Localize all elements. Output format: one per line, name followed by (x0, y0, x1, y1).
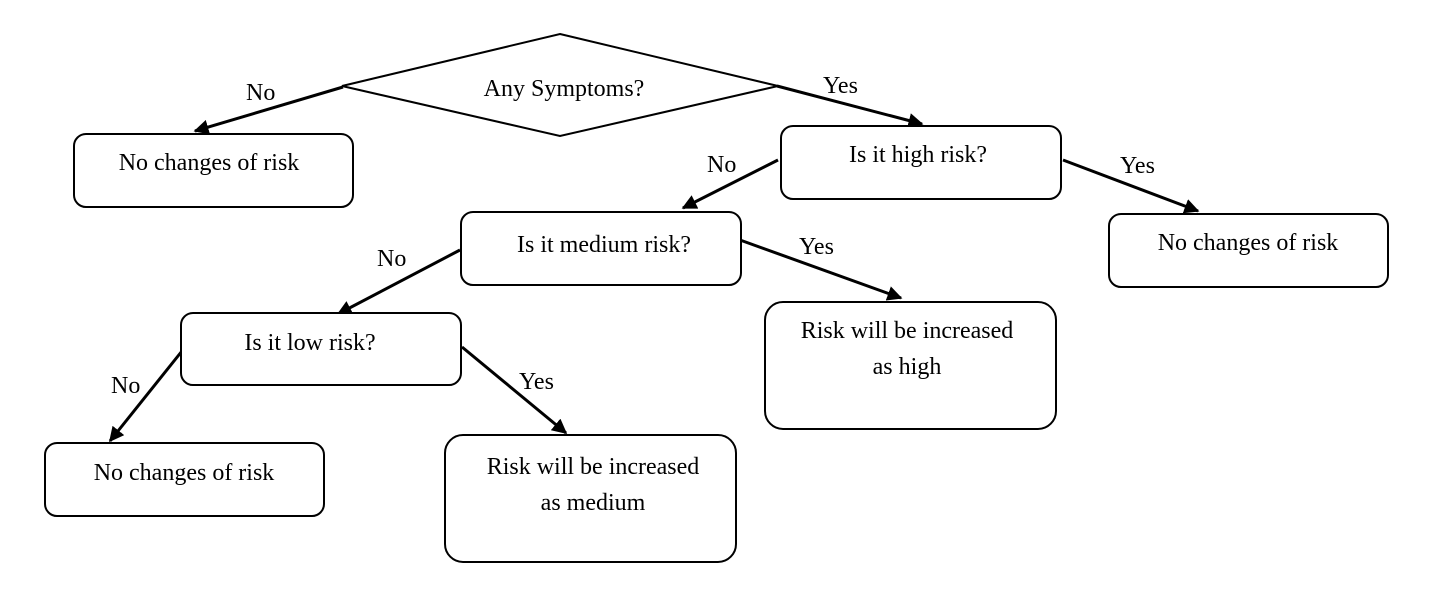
decision-node-any-symptoms: Any Symptoms? (341, 32, 779, 138)
outcome-node-increase-high: Risk will be increased as high (764, 301, 1057, 430)
decision-box (180, 312, 462, 386)
edge-low-no-label: No (111, 373, 140, 399)
edge-high-no: No (681, 152, 779, 210)
edge-medium-yes: Yes (739, 234, 903, 301)
outcome-label-increase-medium-line1: Risk will be increased (487, 454, 700, 480)
decision-box (780, 125, 1062, 200)
edge-symptoms-yes: Yes (776, 73, 924, 128)
outcome-label-increase-high-line2: as high (873, 354, 942, 380)
edge-low-yes-label: Yes (519, 369, 554, 395)
edge-symptoms-yes-label: Yes (823, 73, 858, 99)
edge-symptoms-no-label: No (246, 80, 275, 106)
outcome-node-increase-medium: Risk will be increased as medium (444, 434, 737, 563)
decision-label-low-risk: Is it low risk? (244, 330, 375, 356)
outcome-label-increase-medium-line2: as medium (541, 490, 646, 516)
outcome-box (764, 301, 1057, 430)
edge-high-no-label: No (707, 152, 736, 178)
edge-medium-yes-arrow (739, 238, 903, 301)
decision-node-high-risk: Is it high risk? (780, 125, 1062, 200)
edge-high-yes-label: Yes (1120, 153, 1155, 179)
decision-label-high-risk: Is it high risk? (849, 142, 987, 168)
edge-low-yes: Yes (461, 345, 568, 435)
outcome-label-no-change-2: No changes of risk (1158, 230, 1339, 256)
edge-medium-yes-label: Yes (799, 234, 834, 260)
decision-label-any-symptoms: Any Symptoms? (484, 76, 645, 102)
outcome-node-no-change-2: No changes of risk (1108, 213, 1389, 288)
outcome-label-no-change-1: No changes of risk (119, 150, 300, 176)
outcome-box (444, 434, 737, 563)
decision-node-low-risk: Is it low risk? (180, 312, 462, 386)
outcome-node-no-change-3: No changes of risk (44, 442, 325, 517)
edge-low-no-arrow (108, 350, 184, 443)
outcome-node-no-change-1: No changes of risk (73, 133, 354, 208)
edge-medium-no: No (336, 246, 461, 316)
outcome-label-increase-high-line1: Risk will be increased (801, 318, 1014, 344)
outcome-box (1108, 213, 1389, 288)
edge-low-yes-arrow (461, 345, 568, 435)
edge-high-no-arrow (681, 158, 779, 210)
edge-symptoms-no: No (193, 80, 344, 135)
decision-box (460, 211, 742, 286)
edge-high-yes: Yes (1062, 153, 1200, 214)
outcome-label-no-change-3: No changes of risk (94, 460, 275, 486)
decision-diamond (341, 32, 779, 138)
edge-symptoms-no-arrow (193, 85, 344, 135)
edge-low-no: No (108, 350, 184, 443)
decision-label-medium-risk: Is it medium risk? (517, 232, 691, 258)
edge-medium-no-arrow (336, 248, 461, 316)
edge-medium-no-label: No (377, 246, 406, 272)
decision-node-medium-risk: Is it medium risk? (460, 211, 742, 286)
outcome-box (44, 442, 325, 517)
edge-symptoms-yes-arrow (776, 84, 924, 128)
edge-high-yes-arrow (1062, 158, 1200, 214)
outcome-box (73, 133, 354, 208)
